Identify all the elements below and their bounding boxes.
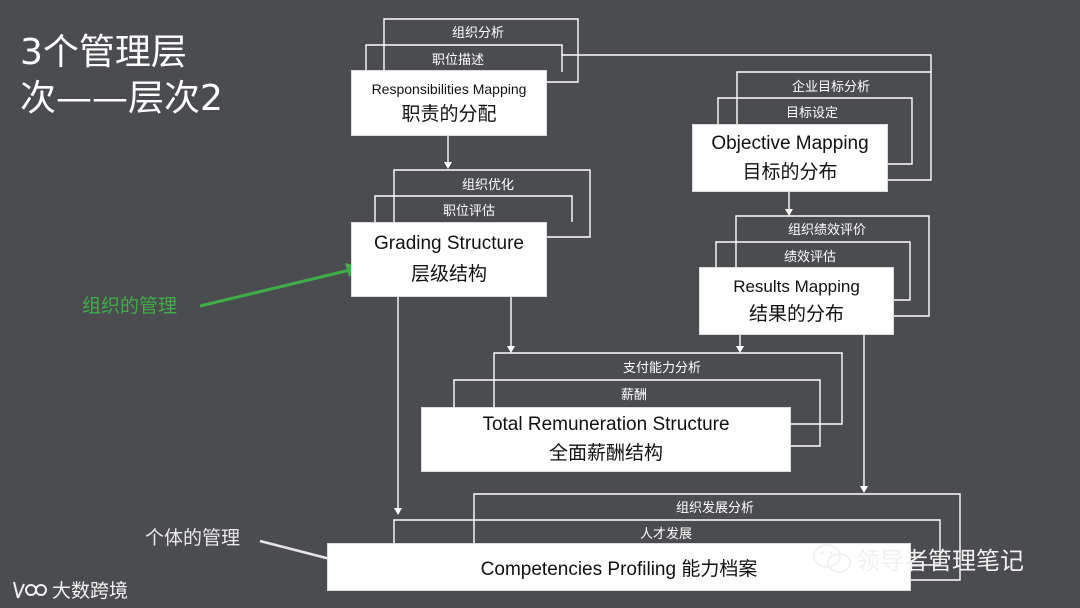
results-layer-2-frame (735, 215, 930, 317)
title-line-2: 次——层次2 (20, 78, 223, 119)
arrowhead (736, 346, 744, 353)
grade-layer-1-frame (374, 195, 573, 222)
wechat-watermark: 领导者管理笔记 (812, 541, 1024, 576)
results-layer-2-label: 组织绩效评价 (788, 223, 867, 238)
responsibilities-mapping-card: Responsibilities Mapping 职责的分配 (351, 70, 547, 136)
watermark-right-text: 领导者管理笔记 (856, 547, 1024, 575)
wechat-icon (813, 543, 851, 573)
card-en-label: Grading Structure (374, 233, 524, 254)
results-layer-1-frame (715, 241, 911, 301)
resp-layer-2-frame (383, 18, 579, 83)
obj-layer-1-frame (717, 97, 913, 165)
competencies-profiling-card: Competencies Profiling 能力档案 (327, 543, 911, 591)
results-mapping-card: Results Mapping 结果的分布 (699, 267, 894, 335)
card-en-label: Responsibilities Mapping (371, 80, 527, 97)
arrowhead (785, 209, 793, 216)
resp-to-obj-connector (562, 54, 932, 72)
comp-layer-1-label: 人才发展 (640, 527, 693, 542)
comp-layer-2-label: 组织发展分析 (676, 501, 755, 516)
arrowhead (444, 162, 452, 169)
arrowhead (860, 486, 868, 493)
obj-layer-2-label: 企业目标分析 (792, 80, 871, 95)
grade-layer-2-frame (393, 169, 591, 238)
card-en-label: Objective Mapping (711, 132, 869, 154)
remun-layer-2-frame (493, 352, 843, 425)
arrowhead (394, 508, 402, 515)
logo-icon (13, 581, 47, 598)
arrowhead (507, 346, 515, 353)
comp-layer-1-frame (393, 519, 941, 566)
card-label: Competencies Profiling 能力档案 (480, 558, 758, 580)
watermark-left-text: 大数跨境 (52, 580, 129, 602)
remun-layer-1-label: 薪酬 (621, 388, 648, 403)
org-management-label: 组织的管理 (82, 295, 178, 317)
total-remuneration-card: Total Remuneration Structure 全面薪酬结构 (421, 407, 791, 472)
resp-layer-1-frame (365, 44, 563, 72)
card-cn-label: 职责的分配 (401, 102, 497, 125)
card-en-label: Total Remuneration Structure (482, 414, 730, 435)
card-cn-label: 层级结构 (410, 263, 487, 285)
logo-watermark: 大数跨境 (12, 576, 128, 603)
title-line-1: 3个管理层 (20, 32, 187, 73)
slide-title: 3个管理层 次——层次2 (20, 30, 223, 122)
green-arrow-line (199, 268, 351, 308)
individual-management-label: 个体的管理 (145, 527, 241, 549)
remun-layer-2-label: 支付能力分析 (623, 361, 702, 376)
grade-layer-1-label: 职位评估 (443, 204, 496, 219)
obj-layer-1-label: 目标设定 (786, 106, 839, 121)
card-cn-label: 全面薪酬结构 (548, 442, 663, 464)
card-cn-label: 目标的分布 (742, 160, 838, 183)
remun-layer-1-frame (453, 379, 821, 447)
grading-structure-card: Grading Structure 层级结构 (351, 222, 547, 297)
grey-arrow-line (259, 539, 339, 563)
resp-layer-2-label: 组织分析 (452, 26, 505, 41)
objective-mapping-card: Objective Mapping 目标的分布 (692, 124, 888, 192)
resp-layer-1-label: 职位描述 (432, 53, 485, 68)
card-cn-label: 结果的分布 (748, 302, 844, 325)
results-layer-1-label: 绩效评估 (784, 250, 837, 265)
comp-layer-2-frame (473, 493, 961, 581)
card-en-label: Results Mapping (733, 276, 860, 296)
grade-layer-2-label: 组织优化 (462, 178, 515, 193)
